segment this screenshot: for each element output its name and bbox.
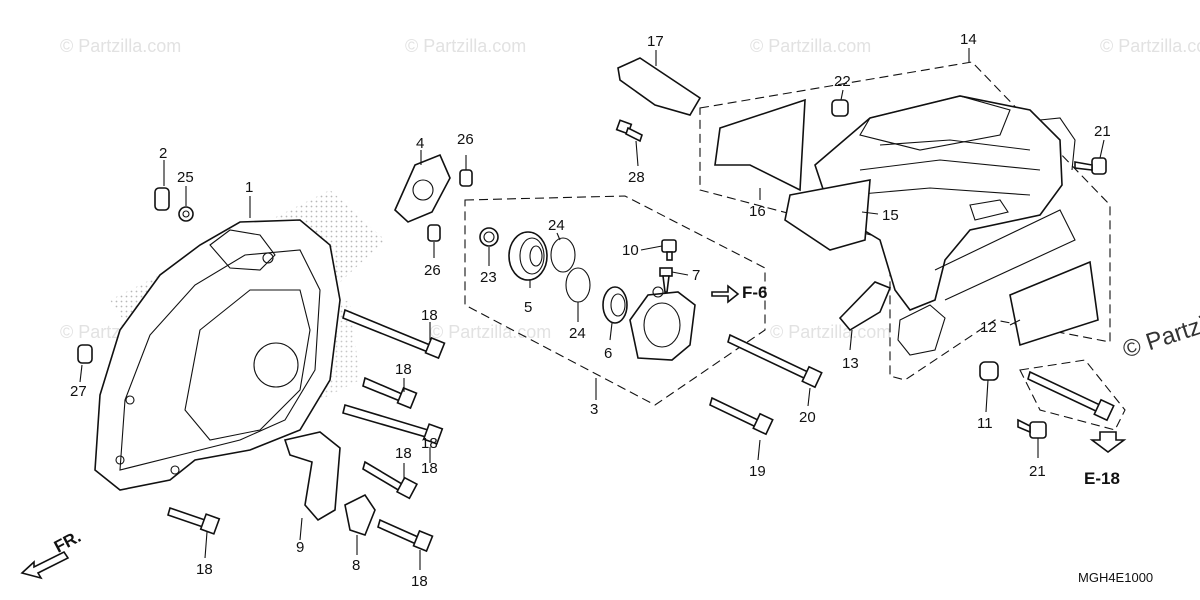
callout-21: 21 [1094, 123, 1111, 140]
part-10-screw [661, 239, 677, 261]
bolt-19 [709, 396, 774, 436]
part-15-plate [784, 179, 871, 251]
callout-18: 18 [421, 435, 438, 452]
part-27-dowel [77, 344, 93, 364]
bolt-18 [362, 460, 419, 500]
watermark: © Partzilla.com [1100, 36, 1200, 56]
callout-25: 25 [177, 169, 194, 186]
bolt-18 [167, 506, 221, 535]
callouts: 1 2 3 4 5 6 7 8 9 10 11 12 13 14 15 16 1… [70, 31, 1111, 590]
ref-e18-label: E-18 [1084, 469, 1120, 488]
callout-18: 18 [411, 573, 428, 590]
callout-3: 3 [590, 401, 598, 418]
diagram-code: MGH4E1000 [1078, 570, 1153, 585]
part-11-collar [979, 361, 999, 381]
callout-10: 10 [622, 242, 639, 259]
watermark: © Partzilla.com [770, 322, 891, 342]
callout-18: 18 [395, 445, 412, 462]
callout-18: 18 [421, 460, 438, 477]
callout-2: 2 [159, 145, 167, 162]
group-e18-outline [1019, 359, 1126, 431]
part-28-bolt [615, 119, 643, 143]
part-16-duct [714, 98, 806, 192]
part-9-bracket [283, 431, 341, 522]
callout-15: 15 [882, 207, 899, 224]
callout-20: 20 [799, 409, 816, 426]
watermark: © Partzilla.com [60, 36, 181, 56]
part-12-plate [1009, 260, 1099, 347]
part-21-bolt [1074, 157, 1107, 175]
callout-4: 4 [416, 135, 424, 152]
bolt-18 [342, 403, 444, 445]
callout-24: 24 [548, 217, 565, 234]
callout-11: 11 [977, 415, 993, 432]
callout-1: 1 [245, 179, 253, 196]
part-24-oring [565, 267, 591, 303]
callout-8: 8 [352, 557, 360, 574]
part-13-stay [838, 281, 892, 332]
callout-22: 22 [834, 73, 851, 90]
fr-label: FR. [51, 527, 84, 557]
callout-12: 12 [980, 319, 997, 336]
part-21-bolt [1017, 418, 1047, 439]
leader-lines [79, 48, 1105, 570]
callout-5: 5 [524, 299, 532, 316]
callout-6: 6 [604, 345, 612, 362]
callout-18: 18 [395, 361, 412, 378]
part-22-grommet [831, 99, 849, 117]
callout-17: 17 [647, 33, 664, 50]
bolt-18 [342, 308, 446, 360]
fr-direction-arrow: FR. [20, 527, 84, 580]
bolt-20 [727, 333, 823, 389]
callout-14: 14 [960, 31, 977, 48]
watermark: © Partzilla.com [405, 36, 526, 56]
part-2-collar [154, 187, 170, 211]
part-25-washer [178, 206, 194, 222]
watermark: © Partzilla.com [750, 36, 871, 56]
ref-f6: F-6 [711, 283, 768, 304]
callout-9: 9 [296, 539, 304, 556]
callout-21: 21 [1029, 463, 1046, 480]
callout-27: 27 [70, 383, 87, 400]
callout-26: 26 [424, 262, 441, 279]
part-8-bracket [344, 493, 376, 536]
watermark: © Partzilla.com [430, 322, 551, 342]
pump-body [629, 286, 696, 361]
air-cleaner-housing [814, 95, 1076, 356]
callout-23: 23 [480, 269, 497, 286]
group-3-outline [464, 195, 766, 406]
callout-28: 28 [628, 169, 645, 186]
callout-24: 24 [569, 325, 586, 342]
callout-13: 13 [842, 355, 859, 372]
e18-arrow [1089, 431, 1127, 453]
part-4-gasket [394, 153, 451, 223]
long-bolt [1027, 370, 1115, 422]
part-6-seal [602, 286, 628, 324]
bolt-18 [377, 518, 434, 553]
part-26-dowel [427, 224, 441, 242]
part-5-impeller [508, 231, 548, 281]
part-23-seal [479, 227, 499, 247]
ref-f6-label: F-6 [742, 283, 768, 302]
callout-18: 18 [196, 561, 213, 578]
watermark-corner: © Partzilla [1120, 304, 1200, 364]
part-26-dowel [459, 169, 473, 187]
callout-7: 7 [692, 267, 700, 284]
bolt-18 [362, 376, 418, 410]
callout-26: 26 [457, 131, 474, 148]
part-17-bracket [617, 57, 702, 116]
part-24-oring [550, 237, 576, 273]
callout-19: 19 [749, 463, 766, 480]
callout-18: 18 [421, 307, 438, 324]
crankcase-cover [94, 190, 385, 491]
callout-16: 16 [749, 203, 766, 220]
